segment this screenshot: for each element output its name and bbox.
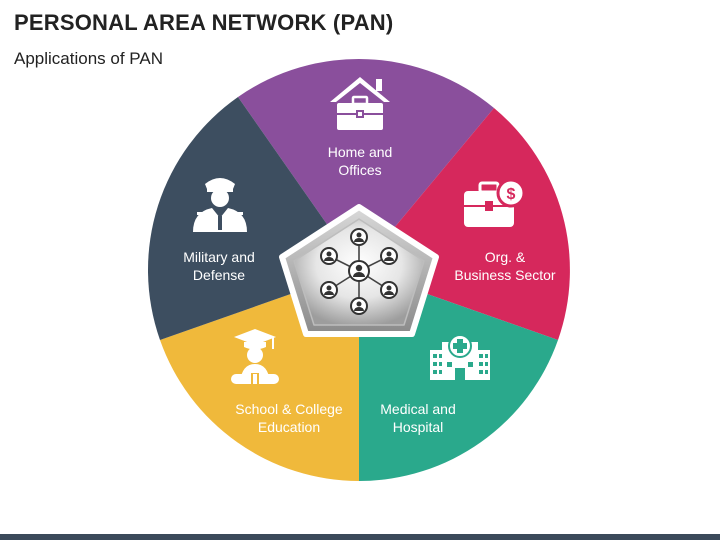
label-military-line1: Military and [183,249,255,265]
briefcase-dollar-icon: $ [464,178,526,227]
label-home-line1: Home and [328,144,393,160]
hospital-icon [430,334,490,380]
bottom-bar [0,534,720,540]
label-business-line1: Org. & [485,249,526,265]
label-medical-line2: Hospital [393,419,444,435]
label-education-line1: School & College [235,401,343,417]
label-medical-line1: Medical and [380,401,456,417]
segment-home [238,58,494,270]
page-subtitle: Applications of PAN [14,49,163,68]
soldier-icon [193,178,247,232]
network-people-icon [320,228,398,315]
page-title: PERSONAL AREA NETWORK (PAN) [14,10,394,35]
label-military-line2: Defense [193,267,245,283]
label-business-line2: Business Sector [454,267,555,283]
house-briefcase-icon [330,77,390,130]
label-home-line2: Offices [338,162,381,178]
graduation-icon [231,329,279,385]
svg-text:$: $ [507,186,516,203]
label-education-line2: Education [258,419,320,435]
